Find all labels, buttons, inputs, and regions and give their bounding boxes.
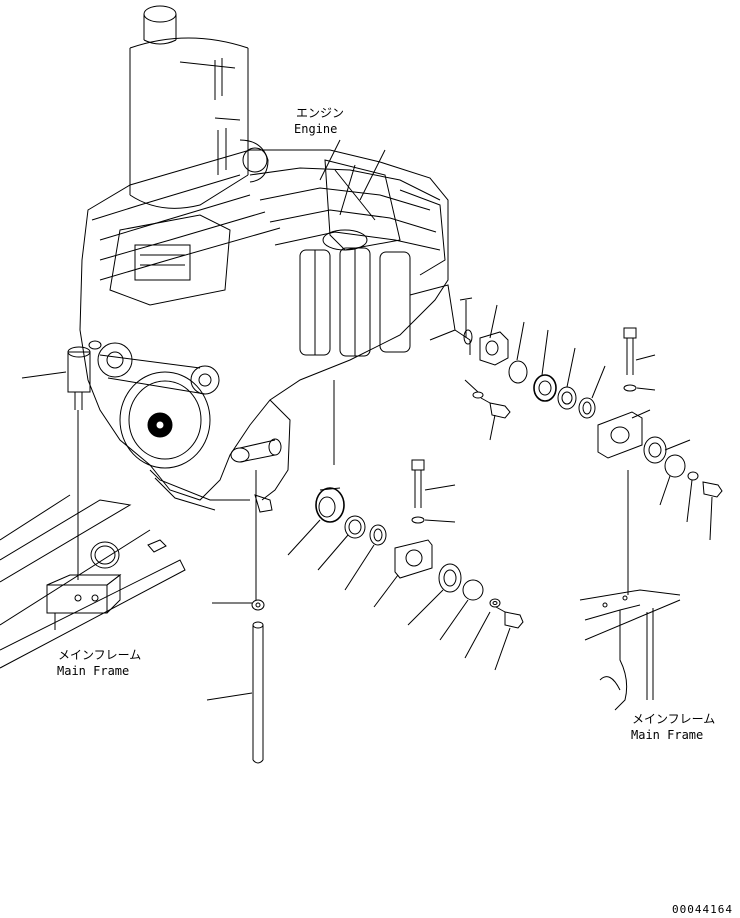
engine-block [79,139,456,501]
cushion-lower-bottom [438,563,462,593]
washer-bottom [411,516,425,524]
main-frame-right [579,589,681,711]
cushion-ring-bottom [344,515,366,539]
leader-lines [21,139,713,701]
bolt-vertical-right [623,327,637,339]
thrust-plate-right [664,454,686,478]
muffler-canister [129,5,249,209]
washer-stud [251,599,265,611]
main-frame-left-label-jp: メインフレーム [58,648,142,662]
bolt-small-bottom [504,611,524,629]
washer-vertical-right [623,384,637,392]
assembly-lines [77,297,629,600]
engine-label-en: Engine [294,122,338,136]
washer-small-bottom [489,598,501,608]
mount-boss-right [479,331,509,366]
bolt-small-right [702,481,723,498]
drawing-number: 00044164 [672,903,733,916]
cushion-mid-right [557,386,577,410]
engine-assembly [67,5,473,513]
washer-small-right [687,471,699,481]
washer-left-right-set [472,391,484,399]
exploded-parts-top-right [472,327,723,498]
washer-large-right [508,360,528,384]
main-frame-left [0,494,186,669]
right-mount-stud [454,329,473,355]
bolt-bottom [411,459,425,471]
mount-plate-bottom [394,539,433,579]
bolt-left-right-set [489,402,511,419]
stud-bolt-left [251,599,265,764]
rear-mount-boss [230,399,291,513]
thrust-plate-bottom [462,579,484,601]
main-frame-right-label-en: Main Frame [631,728,704,742]
exploded-parts-bottom [315,459,524,629]
cushion-large-bottom [315,487,345,523]
front-pulley [97,342,250,511]
mount-plate-right [597,411,643,459]
cushion-lower-right [643,436,667,464]
cushion-small-bottom [369,524,387,546]
front-mount-bracket [67,340,102,410]
main-frame-left-label-en: Main Frame [57,664,130,678]
engine-label-jp: エンジン [296,106,345,120]
cushion-small-right [578,397,596,419]
cushion-ring-right [533,374,557,402]
main-frame-right-label-jp: メインフレーム [632,712,716,726]
